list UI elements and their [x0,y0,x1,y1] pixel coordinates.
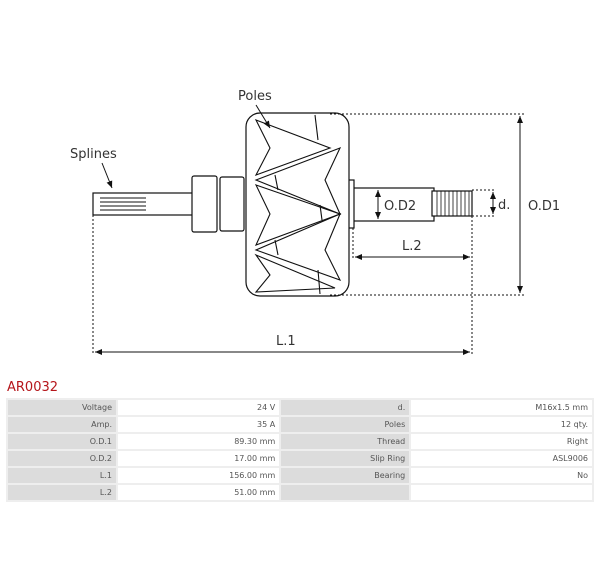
spec-value: 35 A [118,417,280,432]
spec-label: Poles [281,417,410,432]
threaded-end [431,190,473,217]
spec-value: 12 qty. [411,417,592,432]
spec-label: Thread [281,434,410,449]
pole-fingers [254,114,342,295]
spec-label: O.D.2 [8,451,116,466]
spec-label: d. [281,400,410,415]
poles-leader [255,104,271,129]
product-code: AR0032 [7,380,59,395]
spec-value: 89.30 mm [118,434,280,449]
splines [100,197,146,211]
left-shaft [92,192,194,216]
splines-label: Splines [70,147,117,162]
collar-1 [191,175,218,233]
od1-label: O.D1 [528,199,560,214]
collar-2 [219,176,245,232]
spec-label: Bearing [281,468,410,483]
armature-diagram: Poles Splines O.D2 d. O.D1 L.2 L.1 [70,89,560,355]
spec-value: No [411,468,592,483]
spec-label: Slip Ring [281,451,410,466]
l2-label: L.2 [402,239,422,254]
spec-value: ASL9006 [411,451,592,466]
spec-label: Amp. [8,417,116,432]
spec-value: 156.00 mm [118,468,280,483]
spec-label: L.2 [8,485,116,500]
spec-label: L.1 [8,468,116,483]
spec-value: M16x1.5 mm [411,400,592,415]
spec-label: Voltage [8,400,116,415]
spec-label [281,485,410,500]
spec-label: O.D.1 [8,434,116,449]
spec-value: 17.00 mm [118,451,280,466]
splines-leader [101,162,113,189]
spec-value [411,485,592,500]
right-shaft [349,187,435,222]
rotor-body [245,112,350,297]
spec-value: 24 V [118,400,280,415]
spec-value: 51.00 mm [118,485,280,500]
thread-lines [436,191,470,216]
l1-label: L.1 [276,334,296,349]
d-label: d. [498,198,510,213]
poles-label: Poles [238,89,272,104]
spec-value: Right [411,434,592,449]
od2-label: O.D2 [384,199,416,214]
